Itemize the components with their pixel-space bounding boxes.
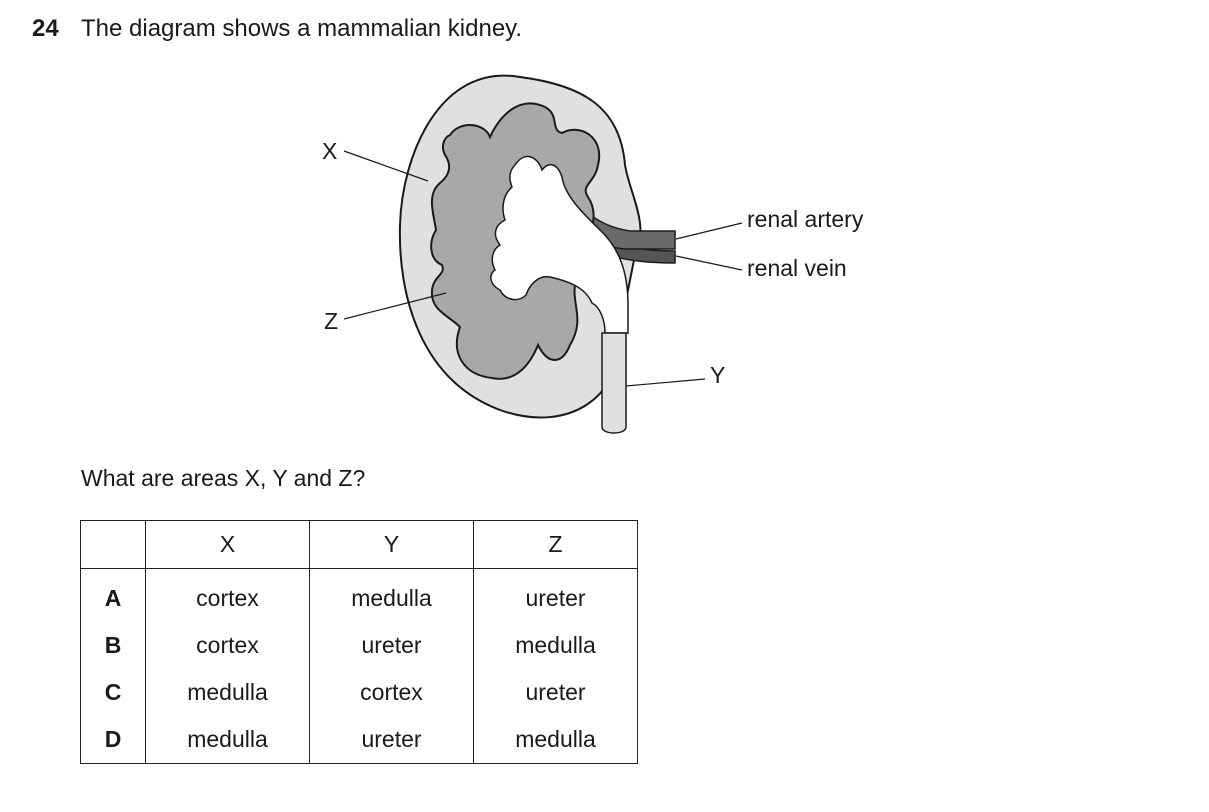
label-z: Z [324,308,338,334]
option-letter: C [80,669,146,716]
table-header-row: X Y Z [80,520,638,569]
cell-y: ureter [309,716,474,764]
question-prompt: What are areas X, Y and Z? [81,465,366,491]
leader-line-x [343,150,429,182]
header-cell-y: Y [309,520,474,569]
table-row[interactable]: A cortex medulla ureter [80,568,638,622]
leader-line-y [625,378,706,387]
cell-y: ureter [309,622,474,669]
header-cell-x: X [145,520,310,569]
cell-z: medulla [473,716,638,764]
table-row[interactable]: C medulla cortex ureter [80,669,638,716]
cell-x: medulla [145,669,310,716]
cell-x: medulla [145,716,310,764]
cell-x: cortex [145,622,310,669]
label-renal-artery: renal artery [747,206,864,232]
cell-y: medulla [309,568,474,622]
leader-line-renal-artery [675,222,743,240]
leader-line-z [343,292,447,320]
question-text: The diagram shows a mammalian kidney. [81,15,523,42]
cell-z: ureter [473,568,638,622]
cell-y: cortex [309,669,474,716]
label-x: X [322,138,337,164]
cell-x: cortex [145,568,310,622]
header-cell-z: Z [473,520,638,569]
option-letter: B [80,622,146,669]
header-cell-blank [80,520,146,569]
answer-table: X Y Z A cortex medulla ureter B cortex u… [80,520,638,764]
table-row[interactable]: B cortex ureter medulla [80,622,638,669]
cell-z: medulla [473,622,638,669]
cell-z: ureter [473,669,638,716]
label-y: Y [710,362,725,388]
kidney-diagram: X Z Y renal artery renal vein [322,74,864,434]
option-letter: D [80,716,146,764]
leader-line-renal-vein [675,255,743,271]
ureter [601,332,627,434]
table-row[interactable]: D medulla ureter medulla [80,716,638,764]
label-renal-vein: renal vein [747,255,847,281]
renal-pelvis [490,155,629,334]
option-letter: A [80,568,146,622]
question-number: 24 [32,15,59,42]
